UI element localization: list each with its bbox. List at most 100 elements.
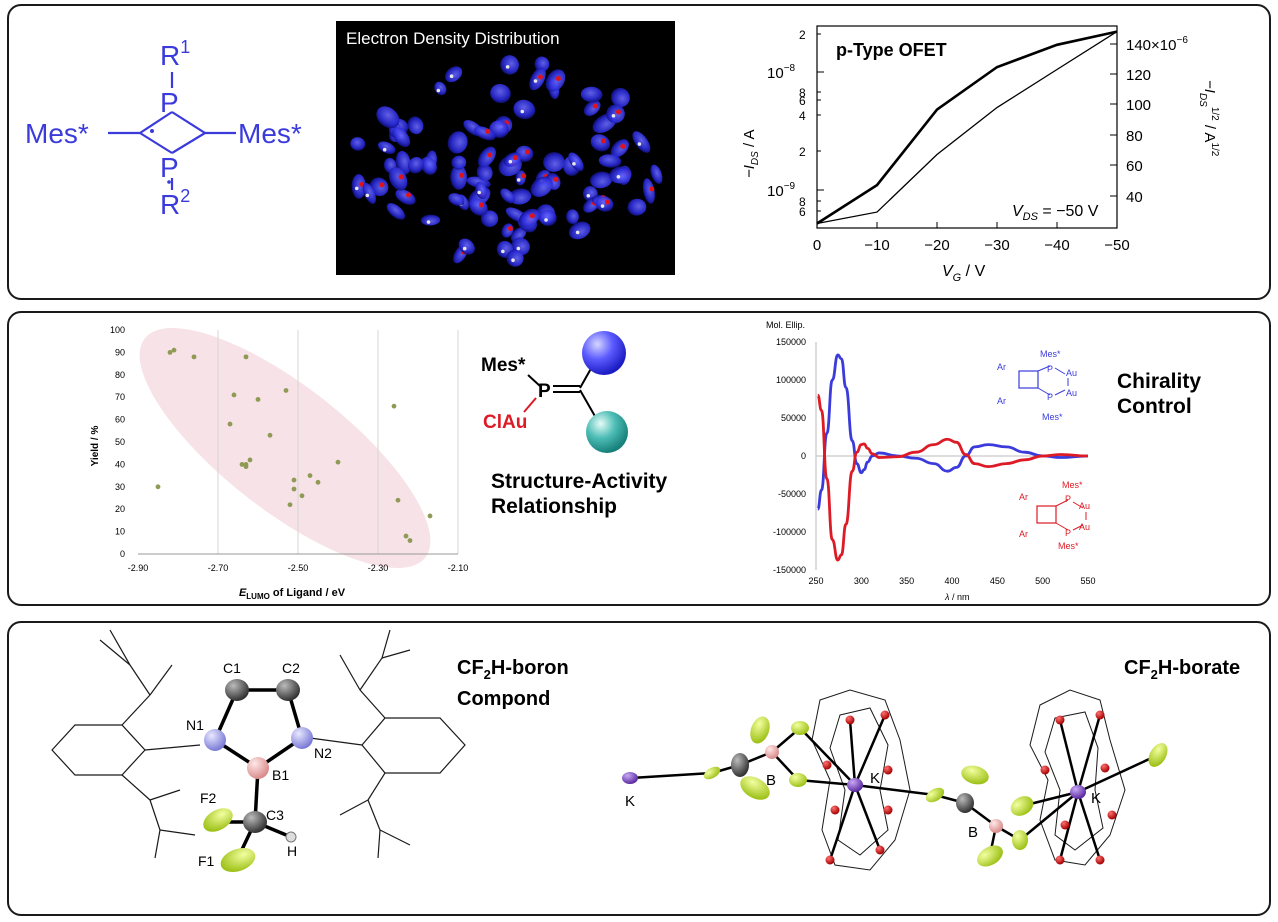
density-atom-white [611, 114, 616, 118]
scatter-x-tick-label: -2.30 [368, 563, 389, 573]
density-lobe [392, 127, 410, 148]
density-lobe [395, 189, 416, 205]
scatter-x-tick-label: -2.70 [208, 563, 229, 573]
y-left-minor-tick: 2 [799, 28, 806, 42]
density-atom-white [462, 246, 467, 251]
carbon-atom [956, 793, 974, 813]
scatter-point [227, 421, 233, 427]
scatter-x-tick-label: -2.50 [288, 563, 309, 573]
scatter-x-tick-label: -2.90 [128, 563, 149, 573]
scatter-point [395, 497, 401, 503]
fluorine-atom [1148, 743, 1168, 767]
mes-label: Mes* [481, 355, 526, 376]
label-c2: C2 [282, 660, 300, 676]
electron-density-title: Electron Density Distribution [346, 29, 560, 48]
atom-n1 [204, 729, 226, 751]
scatter-point [155, 484, 161, 490]
density-lobe [610, 139, 629, 158]
density-atom-white [616, 174, 621, 179]
density-lobe [566, 209, 579, 225]
scatter-point [191, 354, 197, 360]
cd-y-tick-label: -50000 [778, 489, 806, 499]
density-atom-white [637, 142, 642, 146]
svg-text:Mes*: Mes* [1040, 349, 1061, 359]
cf2h-boron-title: CF2H-boron Compond [457, 657, 569, 710]
density-atom-white [572, 162, 576, 166]
density-atom-red [487, 152, 493, 158]
fluorine-atom [703, 766, 721, 780]
scatter-point [171, 347, 177, 353]
density-lobe [420, 156, 437, 175]
density-lobe [480, 210, 499, 228]
bottom-panel [7, 621, 1271, 916]
clau-label: ClAu [483, 412, 527, 433]
vds-label: VDS = −50 V [1012, 203, 1099, 223]
density-lobe [606, 104, 625, 124]
density-lobe [529, 67, 546, 91]
cd-series-line [816, 393, 1089, 562]
chirality-title-line1: Chirality [1117, 370, 1202, 393]
mes-right-label: Mes* [238, 118, 302, 149]
density-atom-red [615, 109, 621, 115]
svg-text:Au: Au [1079, 522, 1090, 532]
density-lobe [444, 66, 463, 83]
scatter-point [283, 388, 289, 393]
scatter-point [243, 462, 249, 467]
density-lobe [420, 214, 441, 226]
ofet-x-tick-label: −50 [1104, 237, 1129, 254]
scatter-y-tick-label: 30 [115, 482, 125, 492]
svg-text:Au: Au [1066, 388, 1077, 398]
scatter-y-tick-label: 50 [115, 437, 125, 447]
ofet-x-tick-label: −20 [924, 237, 949, 254]
density-lobe [632, 131, 651, 153]
density-lobe [490, 83, 511, 104]
density-lobe [451, 155, 467, 170]
scatter-point [247, 457, 253, 463]
y-left-minor-tick: 8 [799, 86, 806, 100]
density-atom-red [555, 75, 561, 81]
density-lobe [448, 193, 465, 206]
label-c3: C3 [266, 807, 284, 823]
svg-text:Ar: Ar [997, 396, 1006, 406]
density-atom-red [507, 225, 513, 231]
density-lobe [350, 137, 366, 151]
atom-n2 [291, 727, 313, 749]
y-right-tick: 100 [1126, 97, 1151, 114]
density-lobe [530, 176, 553, 197]
r2-label: R2 [160, 186, 190, 220]
density-atom-red [398, 174, 404, 180]
atom-f2 [203, 808, 233, 832]
density-lobe [388, 167, 408, 191]
cd-y-tick-label: -150000 [773, 565, 806, 575]
fluorine-atom [791, 721, 809, 735]
density-lobe [458, 238, 475, 255]
cd-y-tick-label: 150000 [776, 337, 806, 347]
density-atom-red [649, 186, 655, 192]
svg-text:P: P [1047, 392, 1053, 402]
cd-series-line [816, 353, 1089, 511]
density-lobe [489, 120, 509, 139]
phosphorus-bottom-label: P [160, 152, 179, 183]
fluorine-atom [961, 765, 989, 785]
label-b-left: B [766, 772, 776, 789]
density-lobe [539, 210, 557, 226]
density-atom-white [508, 159, 513, 164]
scatter-point [403, 533, 409, 539]
r1-label: R1 [160, 37, 190, 71]
density-lobe [500, 55, 519, 75]
scatter-point [287, 502, 293, 508]
scatter-point [231, 392, 237, 398]
density-atom-red [620, 143, 626, 149]
scatter-point [291, 477, 297, 483]
density-lobe [377, 141, 396, 155]
cd-x-tick-label: 250 [808, 576, 823, 586]
cd-y-tick-label: 100000 [776, 375, 806, 385]
fluorine-atom [789, 773, 807, 787]
svg-text:Au: Au [1079, 501, 1090, 511]
density-atom-white [477, 190, 481, 195]
phosphorus-top-label: P [160, 87, 179, 118]
density-atom-white [426, 220, 431, 224]
density-atom-red [521, 173, 527, 179]
phosphorus-label: P [538, 381, 551, 402]
